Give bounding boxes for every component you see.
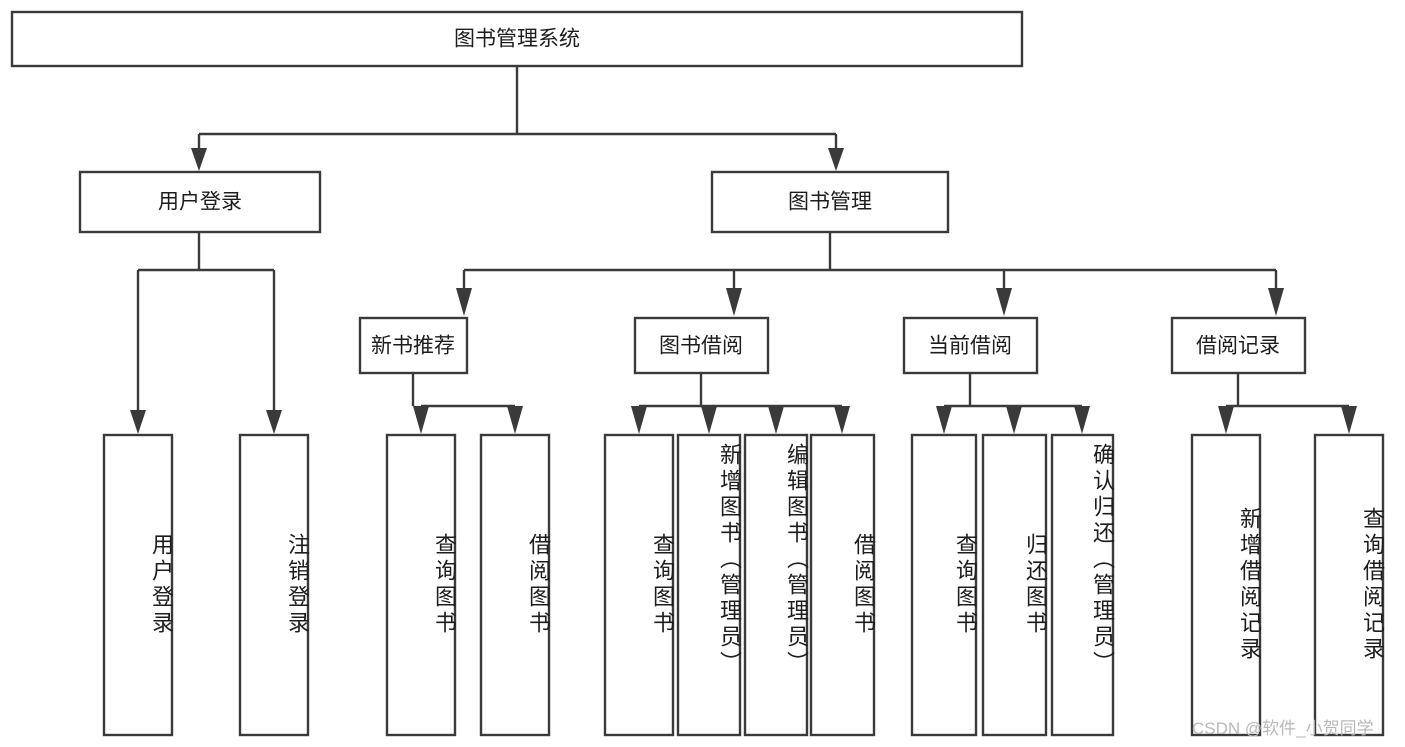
node-new-book-recommend[interactable]: 新书推荐 (358, 316, 469, 375)
node-borrow-record-label: 借阅记录 (1196, 335, 1280, 358)
leaf-box-borrow-book-2[interactable] (809, 433, 876, 737)
arrow-head-newbook-leaf-2 (507, 406, 523, 434)
arrow-head-current-leaf-1 (936, 406, 952, 434)
leaf-box-query-book-2[interactable] (603, 433, 675, 737)
node-root[interactable]: 图书管理系统 (10, 10, 1024, 68)
leaf-box-user-login[interactable] (102, 433, 174, 737)
node-book-management-box[interactable] (710, 170, 950, 234)
node-book-management-label: 图书管理 (788, 191, 872, 214)
leaf-box-add-borrow-record[interactable] (1190, 433, 1262, 737)
node-current-borrow-label: 当前借阅 (928, 335, 1012, 358)
node-book-borrow[interactable]: 图书借阅 (633, 316, 770, 375)
arrow-head-borrow-record (1268, 288, 1284, 316)
arrow-head-borrow-leaf-2 (701, 406, 717, 434)
leaf-box-add-book-admin[interactable] (676, 433, 742, 737)
node-user-login-box[interactable] (78, 170, 322, 234)
node-borrow-record-box[interactable] (1170, 316, 1307, 375)
node-user-login-label: 用户登录 (158, 191, 242, 214)
leaf-box-query-book-1[interactable] (385, 433, 457, 737)
leaf-box-return-book[interactable] (981, 433, 1048, 737)
arrow-head-borrow-leaf-4 (834, 406, 850, 434)
arrow-head-to-book-management (828, 148, 844, 171)
csdn-watermark: CSDN @软件_小贺同学 (1192, 719, 1374, 738)
arrow-head-book-borrow (726, 288, 742, 316)
arrow-head-record-leaf-1 (1218, 406, 1234, 434)
arrow-head-leaf-user-login (130, 410, 146, 434)
arrow-head-leaf-logout (266, 410, 282, 434)
leaf-box-logout[interactable] (238, 433, 310, 737)
node-new-book-recommend-box[interactable] (358, 316, 469, 375)
arrow-head-borrow-leaf-3 (768, 406, 784, 434)
leaf-box-query-book-3[interactable] (910, 433, 978, 737)
node-borrow-record[interactable]: 借阅记录 (1170, 316, 1307, 375)
node-new-book-recommend-label: 新书推荐 (371, 335, 455, 358)
edge-layer (130, 66, 1357, 434)
node-root-label: 图书管理系统 (454, 28, 580, 51)
arrow-head-new-book-rec (456, 288, 472, 316)
arrow-head-current-leaf-3 (1074, 406, 1090, 434)
node-current-borrow-box[interactable] (902, 316, 1039, 375)
arrow-head-record-leaf-2 (1341, 406, 1357, 434)
node-book-borrow-box[interactable] (633, 316, 770, 375)
leaf-box-confirm-return-admin[interactable] (1050, 433, 1115, 737)
arrow-head-newbook-leaf-1 (413, 406, 429, 434)
node-root-box[interactable] (10, 10, 1024, 68)
arrow-head-current-borrow (996, 288, 1012, 316)
leaf-box-edit-book-admin[interactable] (743, 433, 809, 737)
arrow-head-to-user-login (191, 148, 207, 171)
node-user-login[interactable]: 用户登录 (78, 170, 322, 234)
arrow-head-borrow-leaf-1 (631, 406, 647, 434)
node-current-borrow[interactable]: 当前借阅 (902, 316, 1039, 375)
node-book-management[interactable]: 图书管理 (710, 170, 950, 234)
node-book-borrow-label: 图书借阅 (659, 335, 743, 358)
leaf-box-borrow-book-1[interactable] (479, 433, 551, 737)
leaf-box-query-borrow-record[interactable] (1313, 433, 1385, 737)
arrow-head-current-leaf-2 (1006, 406, 1022, 434)
